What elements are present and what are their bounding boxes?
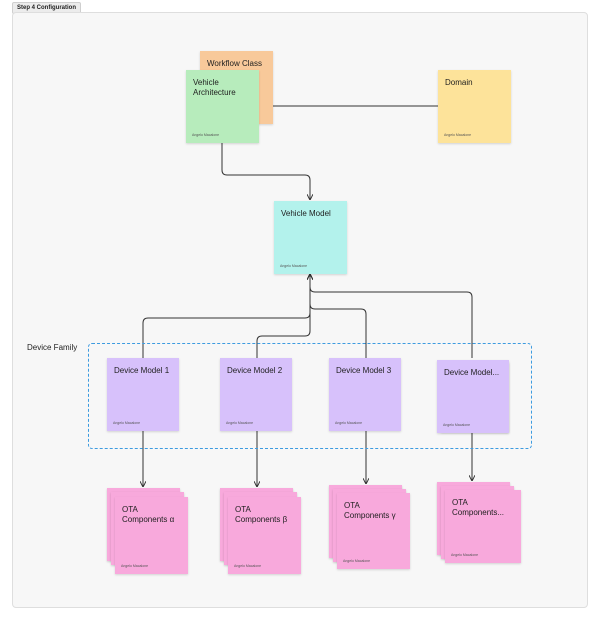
device-model-title: Device Model 2 bbox=[227, 366, 283, 375]
sticky-ota-components-gamma[interactable]: OTA Components γ Angelo Macalone bbox=[337, 493, 410, 569]
sticky-vehicle-model[interactable]: Vehicle Model Angelo Macalone bbox=[274, 201, 347, 274]
sticky-ota-components-alpha[interactable]: OTA Components α Angelo Macalone bbox=[115, 497, 188, 574]
device-family-group[interactable] bbox=[88, 343, 532, 449]
sticky-device-model-2[interactable]: Device Model 2 Angelo Macalone bbox=[220, 358, 292, 431]
sticky-domain[interactable]: Domain Angelo Macalone bbox=[438, 70, 511, 143]
domain-title: Domain bbox=[445, 78, 473, 87]
ota-components-author: Angelo Macalone bbox=[234, 564, 262, 568]
ota-components-title: OTA Components γ bbox=[344, 501, 396, 520]
ota-components-author: Angelo Macalone bbox=[121, 564, 149, 568]
device-model-title: Device Model 1 bbox=[114, 366, 170, 375]
vehicle-architecture-author: Angelo Macalone bbox=[192, 133, 220, 137]
sticky-device-model-1[interactable]: Device Model 1 Angelo Macalone bbox=[107, 358, 179, 431]
ota-components-title: OTA Components β bbox=[235, 505, 288, 524]
connector-architecture-to-vehicle-model bbox=[221, 143, 310, 199]
ota-components-title: OTA Components α bbox=[122, 505, 175, 524]
sticky-vehicle-architecture[interactable]: Vehicle Architecture Angelo Macalone bbox=[186, 70, 259, 143]
connector-device-model-4-to-vehicle bbox=[310, 275, 473, 358]
device-model-author: Angelo Macalone bbox=[335, 421, 363, 425]
sticky-device-model-4[interactable]: Device Model... Angelo Macalone bbox=[437, 360, 509, 433]
workflow-class-title: Workflow Class bbox=[207, 59, 262, 68]
device-family-label: Device Family bbox=[27, 343, 78, 352]
device-model-title: Device Model 3 bbox=[336, 366, 392, 375]
ota-components-title: OTA Components... bbox=[452, 498, 505, 517]
connector-device-model-2-to-vehicle bbox=[256, 275, 310, 358]
sticky-device-model-3[interactable]: Device Model 3 Angelo Macalone bbox=[329, 358, 401, 431]
vehicle-model-author: Angelo Macalone bbox=[280, 264, 308, 268]
domain-author: Angelo Macalone bbox=[444, 133, 472, 137]
vehicle-architecture-title: Vehicle Architecture bbox=[193, 78, 236, 97]
sticky-ota-components-beta[interactable]: OTA Components β Angelo Macalone bbox=[228, 497, 301, 574]
device-model-author: Angelo Macalone bbox=[226, 421, 254, 425]
device-model-author: Angelo Macalone bbox=[113, 421, 141, 425]
vehicle-model-title: Vehicle Model bbox=[281, 209, 331, 218]
ota-components-author: Angelo Macalone bbox=[343, 559, 371, 563]
ota-components-author: Angelo Macalone bbox=[451, 553, 479, 557]
device-model-author: Angelo Macalone bbox=[443, 423, 471, 427]
device-model-title: Device Model... bbox=[444, 368, 500, 377]
sticky-ota-components-more[interactable]: OTA Components... Angelo Macalone bbox=[445, 490, 521, 563]
connector-device-model-3-to-vehicle bbox=[310, 275, 367, 358]
